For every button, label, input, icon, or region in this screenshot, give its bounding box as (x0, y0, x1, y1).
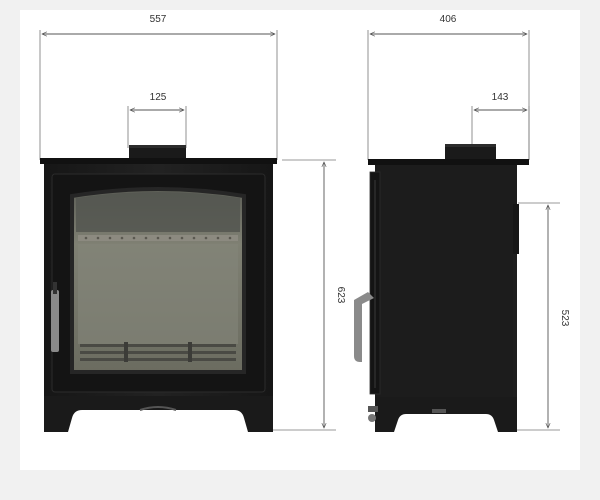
side-door-handle (354, 292, 374, 362)
side-flue-offset-dimension: 143 (471, 92, 530, 160)
side-rear-height-label: 523 (559, 310, 570, 327)
side-body (375, 165, 517, 397)
side-top-plate (368, 159, 529, 165)
side-flue-collar (445, 144, 496, 159)
side-flue-offset-label: 143 (492, 92, 509, 103)
front-view: 557 125 623 (39, 14, 346, 432)
front-height-label: 623 (335, 287, 346, 304)
side-base (375, 397, 517, 432)
front-air-control (139, 406, 177, 411)
side-depth-dimension: 406 (367, 14, 530, 160)
side-view: 406 143 523 (354, 14, 570, 432)
side-depth-label: 406 (440, 14, 457, 25)
front-door-handle (51, 290, 59, 352)
side-air-control (368, 406, 446, 422)
front-width-label: 557 (150, 14, 167, 25)
front-width-dimension: 557 (39, 14, 278, 160)
front-flue-label: 125 (150, 92, 167, 103)
front-base (44, 396, 273, 432)
front-flue-collar (129, 145, 186, 159)
front-top-plate (40, 158, 277, 164)
front-flue-dimension: 125 (127, 92, 187, 148)
front-grate (80, 342, 236, 362)
